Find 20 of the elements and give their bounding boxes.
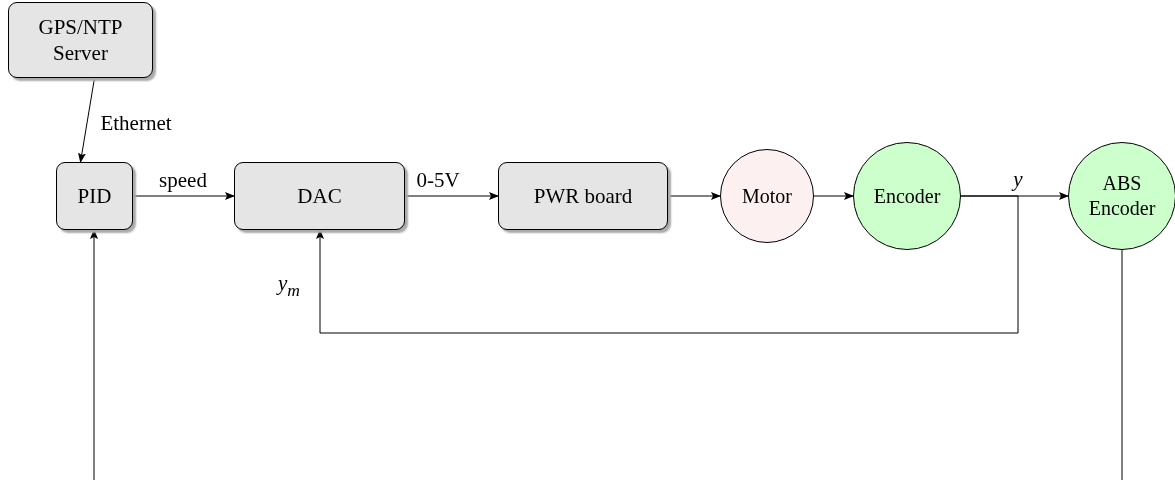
connector-line bbox=[1121, 249, 1123, 480]
edge-label: Ethernet bbox=[100, 110, 172, 136]
edge-label: speed bbox=[159, 167, 207, 193]
process-circle: ABS Encoder bbox=[1068, 142, 1175, 250]
edge-label: 0-5V bbox=[416, 167, 460, 193]
arrow bbox=[90, 229, 98, 480]
process-box: PWR board bbox=[498, 162, 668, 230]
edge-label: y bbox=[1013, 166, 1023, 192]
arrow bbox=[316, 195, 1019, 334]
process-box: PID bbox=[56, 162, 133, 230]
process-box: GPS/NTP Server bbox=[8, 2, 153, 78]
process-box: DAC bbox=[234, 162, 405, 230]
arrow bbox=[813, 192, 854, 200]
edge-label: y$_{m}$ bbox=[278, 271, 300, 301]
arrow bbox=[132, 192, 235, 200]
arrow bbox=[78, 77, 95, 163]
arrow bbox=[667, 192, 721, 200]
process-circle: Motor bbox=[720, 149, 814, 243]
arrow bbox=[404, 192, 499, 200]
process-circle: Encoder bbox=[853, 142, 961, 250]
